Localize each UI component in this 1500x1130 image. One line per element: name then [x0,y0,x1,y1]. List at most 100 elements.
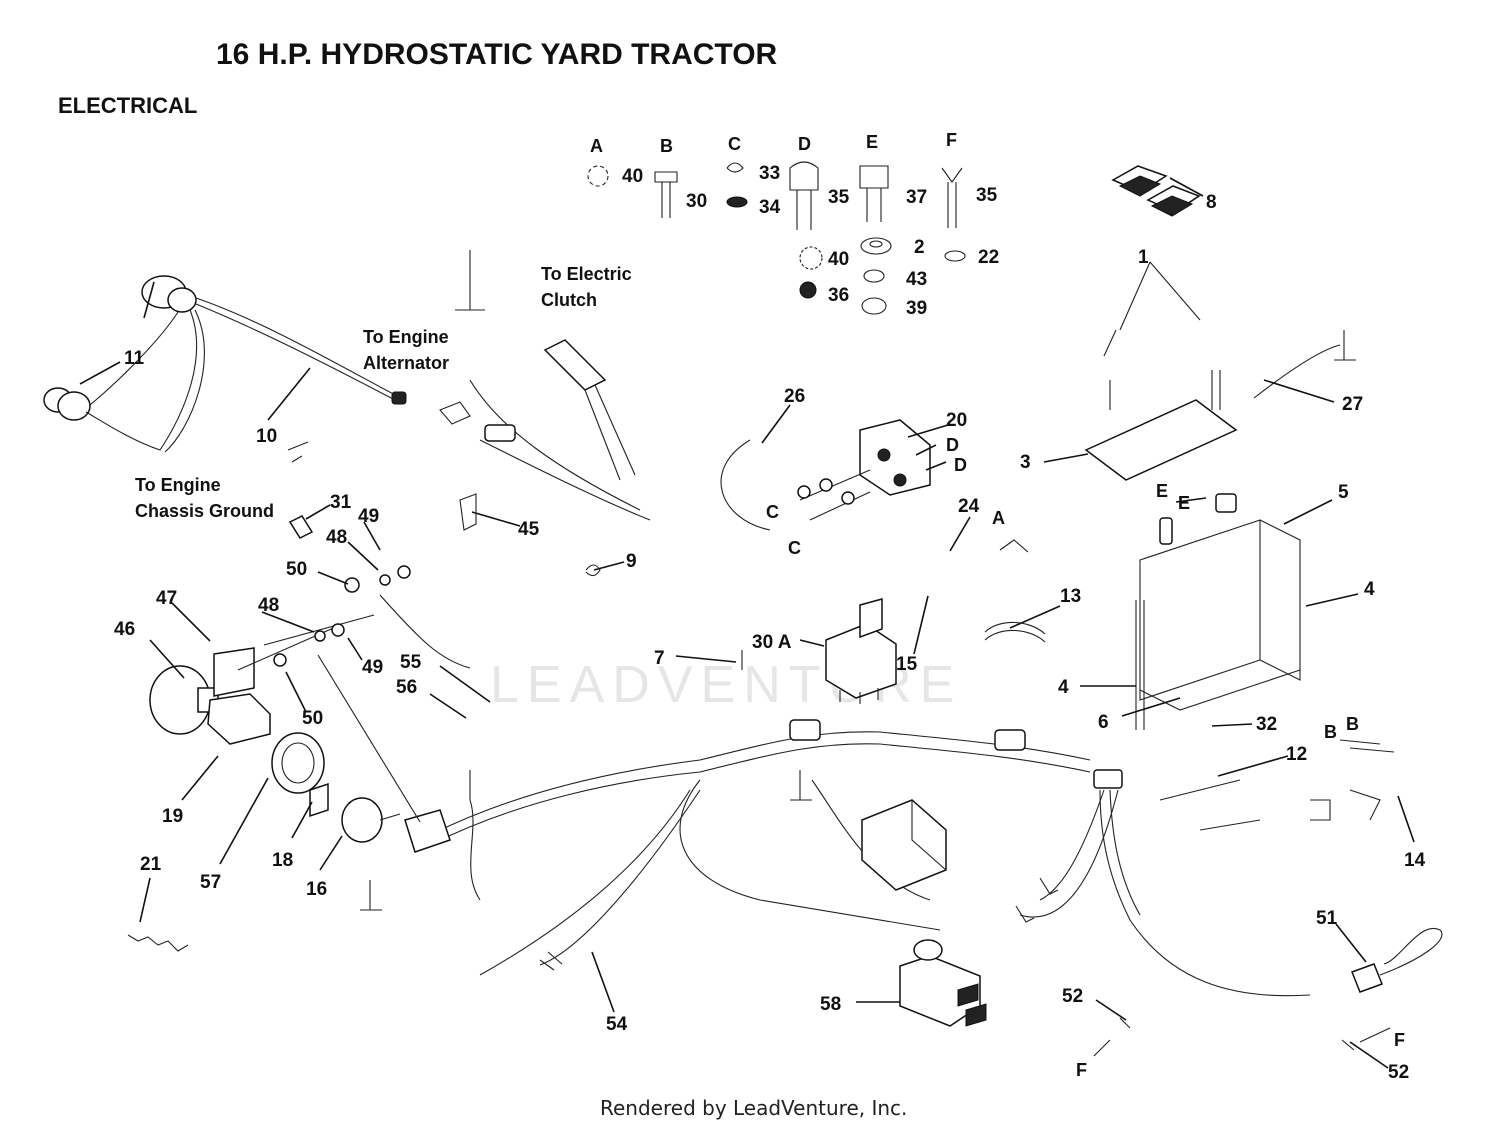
svg-text:31: 31 [330,492,352,513]
svg-text:35: 35 [828,187,850,208]
svg-text:40: 40 [622,166,643,187]
screw-icon [654,171,678,218]
svg-text:12: 12 [1286,744,1307,765]
svg-text:F: F [1394,1030,1405,1050]
svg-text:F: F [1076,1060,1087,1080]
svg-text:56: 56 [396,677,417,698]
svg-text:43: 43 [906,269,927,290]
main-wire-harness [404,250,1311,997]
svg-text:50: 50 [286,559,307,580]
fuse-blocks: 8 [1111,165,1217,217]
hardware-key: A B C D E F 40 30 33 34 35 40 36 37 2 [587,130,999,319]
solenoid-assembly: 20 26 D D C C [720,386,967,558]
note-chassis-ground: To Engine [135,475,221,495]
svg-text:40: 40 [828,249,849,270]
key-letter-e: E [866,132,878,152]
svg-text:22: 22 [978,247,999,268]
svg-text:20: 20 [946,410,967,431]
section-label: ELECTRICAL [58,93,198,118]
key-letter-b: B [660,136,673,156]
svg-text:48: 48 [258,595,279,616]
svg-text:57: 57 [200,872,221,893]
screw-icon [941,167,963,228]
clip-icon [726,162,744,173]
svg-text:45: 45 [518,519,540,540]
svg-text:36: 36 [828,285,849,306]
svg-text:18: 18 [272,850,293,871]
lock-washer-icon [587,165,609,187]
svg-text:13: 13 [1060,586,1081,607]
svg-text:4: 4 [1364,579,1375,600]
wiring-notes: To Electric Clutch To Engine Alternator … [135,264,632,521]
svg-text:24: 24 [958,496,980,517]
svg-text:39: 39 [906,298,927,319]
svg-text:8: 8 [1206,192,1217,213]
note-chassis-ground: Chassis Ground [135,501,274,521]
svg-text:55: 55 [400,652,422,673]
svg-text:E: E [1178,493,1190,513]
svg-text:35: 35 [976,185,998,206]
bolt-icon [859,165,889,222]
svg-text:50: 50 [302,708,323,729]
svg-text:47: 47 [156,588,177,609]
svg-text:54: 54 [606,1014,628,1035]
star-washer-icon [799,246,823,270]
left-callouts: 31 49 48 50 47 46 48 49 50 55 56 19 57 1… [114,492,637,923]
svg-text:14: 14 [1404,850,1426,871]
headlight-harness: 11 10 [43,275,407,453]
svg-text:4: 4 [1058,677,1069,698]
key-letter-f: F [946,130,957,150]
bolt-icon [789,161,819,230]
svg-text:21: 21 [140,854,162,875]
bottom-parts: 58 54 [539,799,1059,1035]
key-letter-c: C [728,134,741,154]
svg-text:52: 52 [1062,986,1083,1007]
svg-text:7: 7 [654,648,665,669]
key-letter-a: A [590,136,603,156]
svg-text:26: 26 [784,386,805,407]
footer-credit: Rendered by LeadVenture, Inc. [600,1096,908,1120]
svg-text:10: 10 [256,426,277,447]
svg-text:32: 32 [1256,714,1277,735]
svg-text:33: 33 [759,163,780,184]
svg-text:58: 58 [820,994,841,1015]
svg-text:46: 46 [114,619,135,640]
note-engine-alternator: Alternator [363,353,449,373]
nut-icon [726,196,748,208]
svg-text:49: 49 [358,506,379,527]
diagram-title: 16 H.P. HYDROSTATIC YARD TRACTOR [216,38,778,71]
svg-text:2: 2 [914,237,925,258]
flat-washer-icon [860,237,892,255]
svg-text:15: 15 [896,654,918,675]
nut-icon [861,297,887,315]
relay: 30 A 7 15 [654,595,929,704]
svg-text:51: 51 [1316,908,1338,929]
svg-text:5: 5 [1338,482,1349,503]
svg-text:52: 52 [1388,1062,1409,1083]
note-electric-clutch: Clutch [541,290,597,310]
svg-text:1: 1 [1138,247,1149,268]
svg-text:3: 3 [1020,452,1031,473]
flat-washer-icon [869,240,883,248]
svg-text:B: B [1324,722,1337,742]
svg-text:11: 11 [124,348,145,369]
svg-text:19: 19 [162,806,183,827]
note-engine-alternator: To Engine [363,327,449,347]
svg-text:B: B [1346,714,1359,734]
svg-text:30: 30 [686,191,707,212]
svg-text:30 A: 30 A [752,632,792,653]
svg-text:C: C [766,502,779,522]
washer-icon [944,250,966,262]
svg-text:49: 49 [362,657,383,678]
right-lower-parts: 13 24 A 12 B B 14 51 52 F 52 F [949,496,1443,1083]
key-letter-d: D [798,134,811,154]
svg-text:A: A [992,508,1005,528]
svg-text:34: 34 [759,197,781,218]
note-electric-clutch: To Electric [541,264,632,284]
svg-text:D: D [946,435,959,455]
svg-text:D: D [954,455,967,475]
svg-text:9: 9 [626,551,637,572]
svg-text:6: 6 [1098,712,1109,733]
svg-text:16: 16 [306,879,327,900]
